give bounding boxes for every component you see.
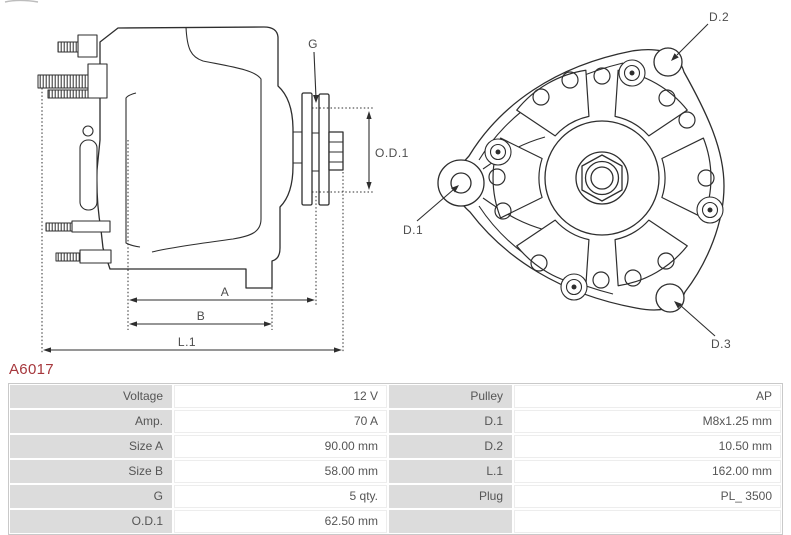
spec-value-cell: M8x1.25 mm [514, 410, 781, 433]
spec-label-cell: L.1 [389, 460, 512, 483]
spec-label-cell: D.1 [389, 410, 512, 433]
spec-table: Voltage 12 V Pulley AP Amp. 70 A D.1 M8x… [8, 383, 783, 535]
part-number-heading: A6017 [9, 361, 54, 378]
spec-label-cell: Voltage [10, 385, 172, 408]
technical-drawing: G O.D.1 A B L.1 [4, 0, 731, 353]
spec-label-cell: Pulley [389, 385, 512, 408]
spec-value-cell: 10.50 mm [514, 435, 781, 458]
spec-value-cell: PL_ 3500 [514, 485, 781, 508]
spec-value-cell [514, 510, 781, 533]
cropped-artifact-line [4, 0, 39, 3]
dim-label-d3: D.3 [711, 337, 731, 351]
spec-value-cell: 62.50 mm [174, 510, 387, 533]
pulley [301, 92, 344, 206]
side-view-diagram [37, 26, 344, 289]
dim-label-l1: L.1 [178, 335, 196, 349]
spec-value-cell: 70 A [174, 410, 387, 433]
lug-leader-lines [416, 23, 716, 337]
dim-label-od1: O.D.1 [375, 146, 409, 160]
front-view-diagram [437, 47, 725, 313]
through-bolt-holes [484, 59, 724, 301]
spec-value-cell: 58.00 mm [174, 460, 387, 483]
spec-label-cell: Amp. [10, 410, 172, 433]
spec-label-cell [389, 510, 512, 533]
spec-label-cell: Size A [10, 435, 172, 458]
spec-value-cell: 162.00 mm [514, 460, 781, 483]
terminal-studs [37, 41, 89, 262]
dim-label-d2: D.2 [709, 10, 729, 24]
shaft-thread [328, 131, 344, 171]
spec-value-cell: 5 qty. [174, 485, 387, 508]
dim-label-d1: D.1 [403, 223, 423, 237]
spec-value-cell: 90.00 mm [174, 435, 387, 458]
spec-label-cell: G [10, 485, 172, 508]
dim-label-a: A [221, 285, 230, 299]
dim-label-g: G [308, 37, 318, 51]
pulley-nut [544, 120, 660, 236]
vent-holes [488, 67, 715, 289]
dimension-lines [43, 51, 372, 353]
spec-value-cell: 12 V [174, 385, 387, 408]
dim-label-b: B [197, 309, 206, 323]
dimension-extension-lines [41, 88, 374, 353]
spec-value-cell: AP [514, 385, 781, 408]
spec-label-cell: Plug [389, 485, 512, 508]
spec-label-cell: D.2 [389, 435, 512, 458]
spec-label-cell: Size B [10, 460, 172, 483]
spec-label-cell: O.D.1 [10, 510, 172, 533]
